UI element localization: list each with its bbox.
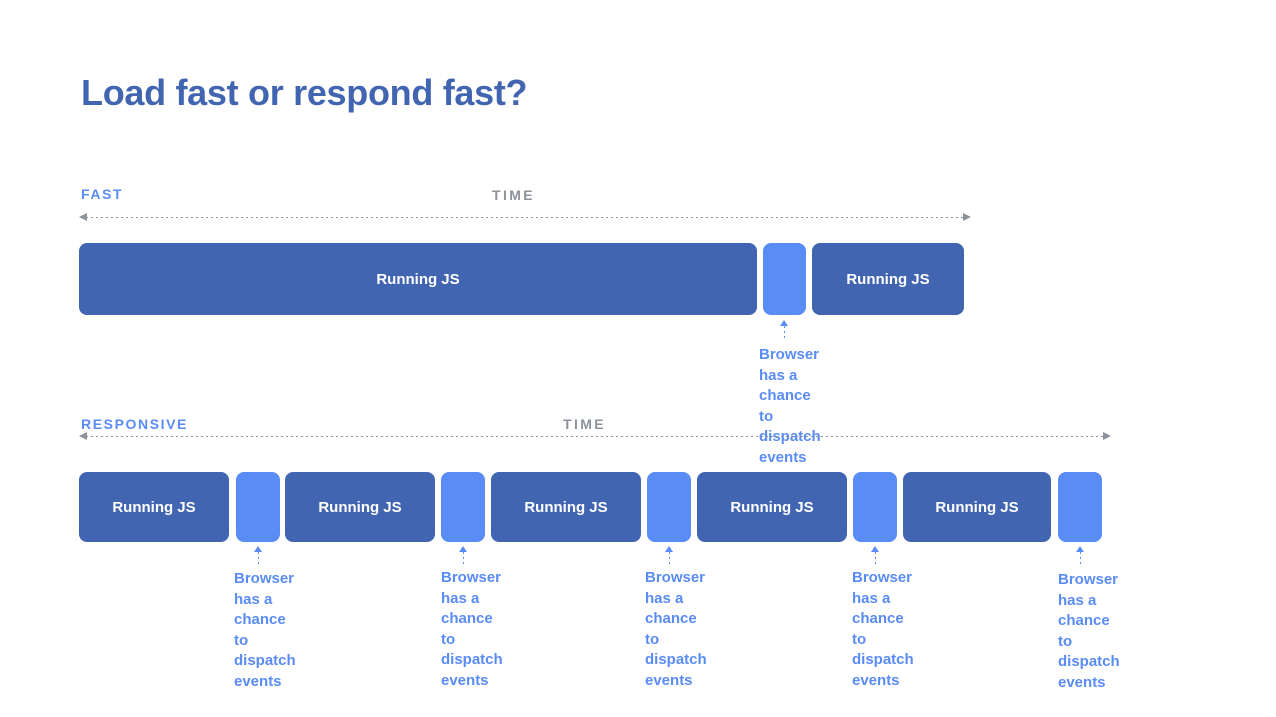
callout-stem [1080, 552, 1081, 564]
timeline-bar-running-js[interactable]: Running JS [285, 472, 435, 542]
bar-label: Running JS [376, 270, 460, 288]
arrow-right-icon [963, 213, 971, 221]
callout-text: Browser has a chance to dispatch events [852, 569, 914, 689]
timeline-bar-gap[interactable] [236, 472, 280, 542]
arrow-up-icon [254, 546, 262, 552]
bar-label: Running JS [524, 498, 608, 516]
callout-stem [258, 552, 259, 566]
timeline-bar-running-js[interactable]: Running JS [812, 243, 964, 315]
axis-dotted-line [86, 436, 1104, 437]
arrow-right-icon [1103, 432, 1111, 440]
timeline-bar-running-js[interactable]: Running JS [491, 472, 641, 542]
timeline-bar-gap[interactable] [647, 472, 691, 542]
timeline-bar-running-js[interactable]: Running JS [79, 472, 229, 542]
row-label-fast: FAST [81, 186, 124, 202]
time-axis-responsive [79, 432, 1111, 441]
callout-text: Browser has a chance to dispatch events [441, 569, 503, 689]
callout-stem [463, 552, 464, 566]
timeline-bar-gap[interactable] [1058, 472, 1102, 542]
callout-stem [784, 326, 785, 340]
row-label-responsive: RESPONSIVE [81, 416, 189, 432]
timeline-bar-gap[interactable] [441, 472, 485, 542]
arrow-left-icon [79, 213, 87, 221]
arrow-up-icon [780, 320, 788, 326]
bar-label: Running JS [112, 498, 196, 516]
timeline-bar-running-js[interactable]: Running JS [79, 243, 757, 315]
arrow-left-icon [79, 432, 87, 440]
arrow-up-icon [871, 546, 879, 552]
axis-dotted-line [86, 217, 964, 218]
timeline-bar-gap[interactable] [763, 243, 806, 315]
bar-label: Running JS [730, 498, 814, 516]
bar-label: Running JS [318, 498, 402, 516]
timeline-bar-running-js[interactable]: Running JS [903, 472, 1051, 542]
callout-text: Browser has a chance to dispatch events [645, 569, 707, 689]
time-label-fast: TIME [492, 187, 536, 203]
bar-label: Running JS [935, 498, 1019, 516]
arrow-up-icon [459, 546, 467, 552]
arrow-up-icon [1076, 546, 1084, 552]
callout-text: Browser has a chance to dispatch events [1058, 571, 1120, 691]
arrow-up-icon [665, 546, 673, 552]
time-axis-fast [79, 213, 971, 222]
time-label-responsive: TIME [563, 416, 607, 432]
callout-text: Browser has a chance to dispatch events [234, 570, 296, 690]
page-title: Load fast or respond fast? [81, 72, 528, 113]
timeline-bar-gap[interactable] [853, 472, 897, 542]
callout-stem [875, 552, 876, 566]
callout-text: Browser has a chance to dispatch events [759, 346, 821, 466]
callout-stem [669, 552, 670, 566]
timeline-bar-running-js[interactable]: Running JS [697, 472, 847, 542]
bar-label: Running JS [846, 270, 930, 288]
